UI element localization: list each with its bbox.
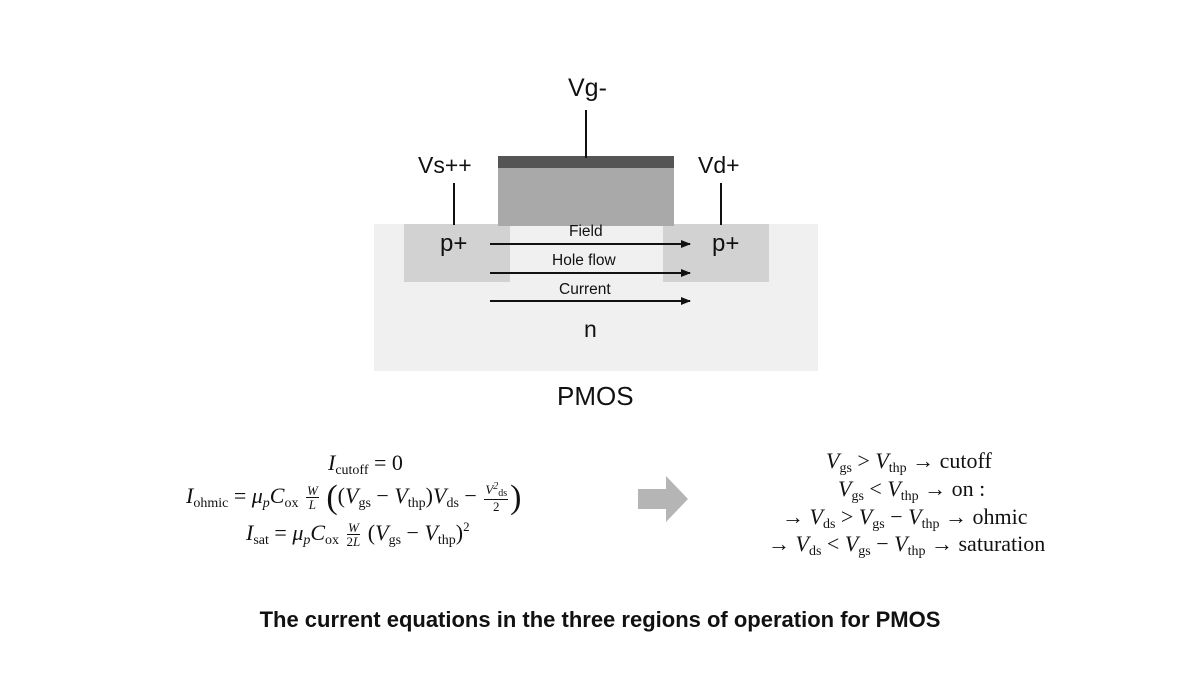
right-arrow-icon xyxy=(638,476,688,522)
cutoff-condition: Vgs > Vthp → cutoff xyxy=(826,448,992,476)
cutoff-word: cutoff xyxy=(939,448,992,473)
cutoff-equation: Icutoff = 0 xyxy=(328,450,403,478)
ohmic-word: ohmic xyxy=(972,504,1028,529)
saturation-word: saturation xyxy=(958,531,1046,556)
drain-label: Vd+ xyxy=(698,152,740,178)
source-terminal-wire xyxy=(453,183,455,225)
on-word: on : xyxy=(951,476,986,501)
substrate-label: n xyxy=(584,316,597,342)
ohmic-condition: → Vds > Vgs − Vthp → ohmic xyxy=(782,504,1028,532)
device-title: PMOS xyxy=(557,381,634,411)
current-label: Current xyxy=(559,281,611,298)
ohmic-equals: = xyxy=(233,483,247,508)
cutoff-rhs: = 0 xyxy=(374,450,403,475)
caption: The current equations in the three regio… xyxy=(259,607,941,632)
source-label: Vs++ xyxy=(418,152,472,178)
saturation-condition: → Vds < Vgs − Vthp → saturation xyxy=(768,531,1046,559)
hole-flow-label: Hole flow xyxy=(552,252,616,269)
gate-terminal-wire xyxy=(585,110,587,158)
gate-label: Vg- xyxy=(568,74,607,102)
on-condition: Vgs < Vthp → on : xyxy=(838,476,986,504)
source-region-label: p+ xyxy=(440,230,468,257)
gate-metal xyxy=(498,156,674,168)
sat-equals: = xyxy=(274,520,287,545)
field-label: Field xyxy=(569,223,603,240)
drain-region-label: p+ xyxy=(712,230,740,257)
drain-terminal-wire xyxy=(720,183,722,225)
